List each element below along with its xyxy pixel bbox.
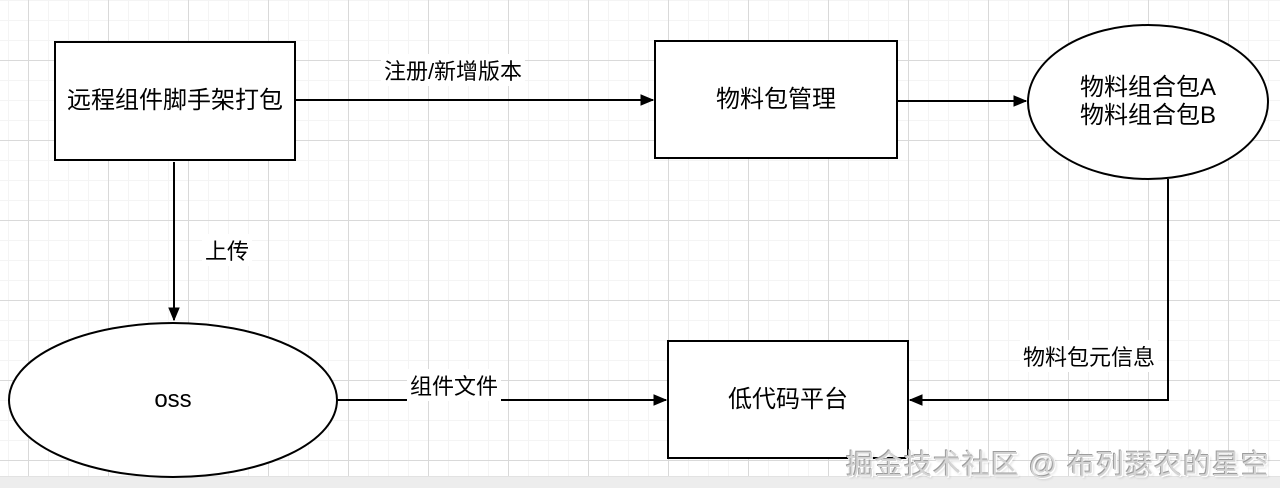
bottom-strip	[0, 476, 1280, 488]
node-package-mgmt-shape	[654, 40, 898, 159]
node-combo-shape	[1027, 24, 1269, 180]
node-oss-shape	[8, 322, 338, 478]
edge-meta-info-line	[910, 179, 1169, 400]
node-scaffold-shape	[54, 41, 296, 161]
node-lowcode-shape	[667, 340, 909, 459]
